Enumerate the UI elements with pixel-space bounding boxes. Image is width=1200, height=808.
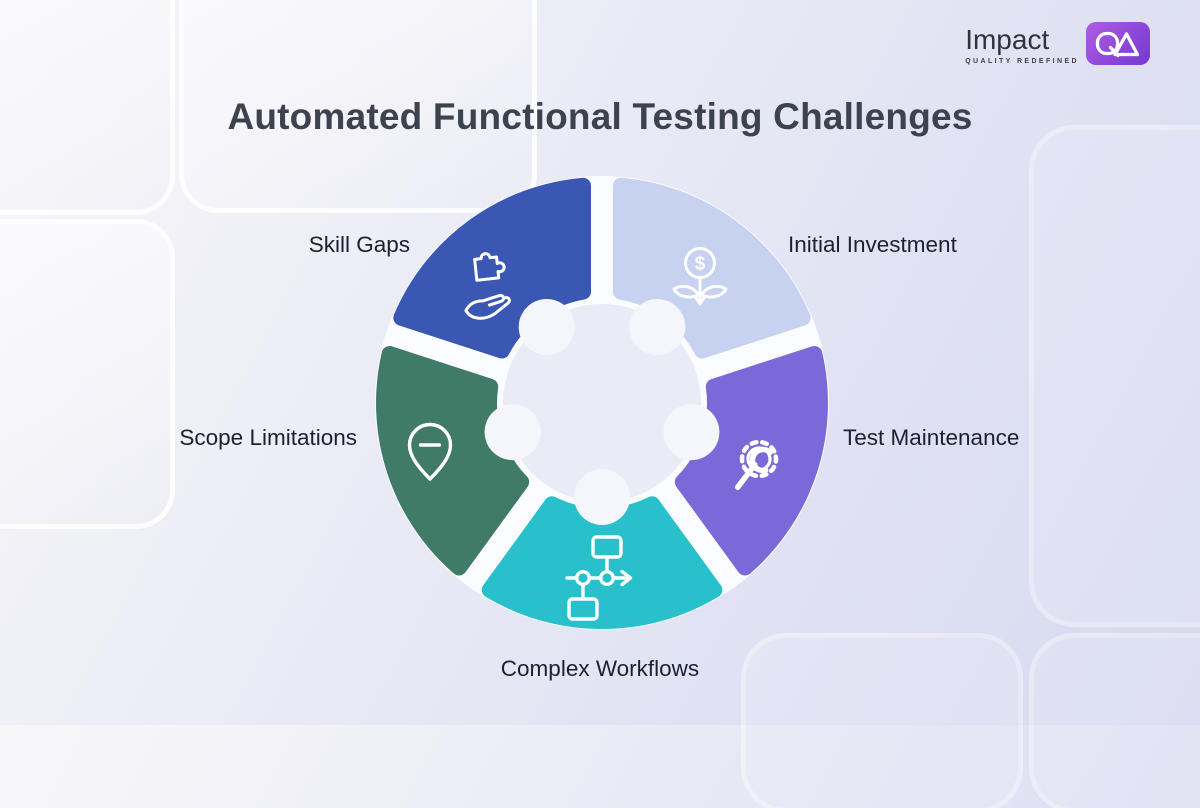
label-test-maintenance: Test Maintenance (843, 425, 1020, 450)
coin-dollar-symbol: $ (695, 254, 706, 275)
bg-tile (0, 0, 170, 210)
gear-wrench-icon (734, 439, 779, 490)
challenges-wheel-diagram: $ (375, 176, 829, 630)
label-initial-investment: Initial Investment (788, 232, 957, 257)
hand-puzzle-icon (464, 252, 511, 320)
notch-circle (629, 299, 686, 355)
logo-qa-badge (1086, 22, 1150, 65)
pin-minus-icon (407, 422, 453, 481)
impactqa-logo: Impact QUALITY REDEFINED (965, 22, 1150, 66)
notch-circle (484, 404, 541, 461)
bg-tile (184, 0, 532, 208)
qa-monogram-icon (1095, 31, 1140, 57)
notch-circle (663, 404, 720, 461)
notch-circle (518, 299, 575, 355)
bg-tile (1034, 130, 1200, 622)
page-title: Automated Functional Testing Challenges (227, 96, 973, 137)
bg-tile (0, 224, 170, 524)
label-complex-workflows: Complex Workflows (500, 656, 700, 681)
notch-circle (574, 469, 630, 525)
logo-text: Impact QUALITY REDEFINED (965, 24, 1079, 66)
money-plant-icon: $ (672, 247, 728, 306)
wheel-notch-circles (484, 299, 720, 525)
logo-brand: Impact (965, 24, 1050, 55)
logo-tagline: QUALITY REDEFINED (965, 58, 1079, 65)
flowchart-icon (565, 535, 633, 621)
label-skill-gaps: Skill Gaps (308, 232, 410, 257)
label-scope-limitations: Scope Limitations (179, 425, 357, 450)
